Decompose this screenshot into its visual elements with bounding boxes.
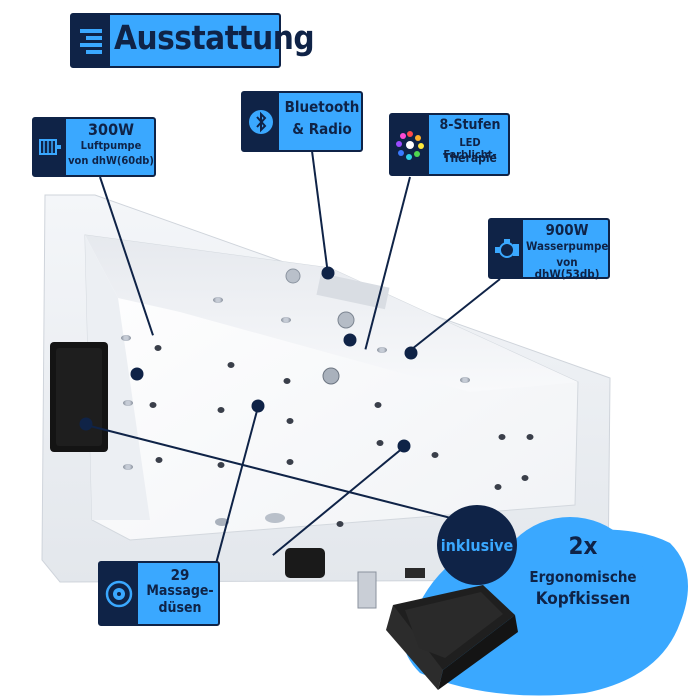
menu-lines-icon: [72, 15, 110, 66]
connector-dot: [130, 367, 144, 381]
water-pump-power: 900W: [545, 221, 589, 239]
air-pump-noise: von dhW(60db): [68, 154, 154, 167]
connector-dot: [404, 346, 418, 360]
water-pump-icon: [490, 220, 523, 277]
page-title: Ausstattung: [114, 18, 315, 57]
inklusive-text: inklusive: [440, 535, 514, 555]
jets-count: 29: [170, 566, 190, 584]
feature-air-pump: 300W Luftpumpe von dhW(60db): [32, 117, 156, 177]
feature-bluetooth: Bluetooth & Radio: [241, 91, 363, 152]
massage-jet-icon: [100, 563, 138, 624]
air-pump-power: 300W: [88, 120, 134, 139]
water-pump-name: Wasserpumpe: [526, 239, 609, 253]
jets-line2: Massage-: [146, 583, 214, 599]
feature-led: 8-Stufen LED Farblicht- Therapie: [389, 113, 510, 176]
bluetooth-subtitle: & Radio: [292, 120, 352, 138]
pillow-line2: Ergonomische: [529, 568, 637, 586]
connector-dot: [251, 399, 265, 413]
led-color-dots-icon: [391, 115, 429, 174]
connector-dot: [79, 417, 93, 431]
bluetooth-icon: [243, 93, 279, 150]
connector-dot: [343, 333, 357, 347]
led-steps: 8-Stufen: [439, 117, 501, 133]
connector-dot: [397, 439, 411, 453]
led-line2: LED Farblicht-: [443, 136, 497, 161]
water-pump-noise: von dhW(53db): [534, 255, 600, 282]
connector-dot: [321, 266, 335, 280]
feature-water-pump: 900W Wasserpumpe von dhW(53db): [488, 218, 610, 282]
inklusive-badge: inklusive: [437, 505, 517, 585]
led-line3: Therapie: [443, 151, 497, 165]
pillow-count: 2x: [568, 532, 598, 560]
motor-icon: [34, 119, 66, 175]
air-pump-name: Luftpumpe: [80, 139, 142, 152]
jets-line3: düsen: [158, 600, 202, 616]
pillow-line3: Kopfkissen: [535, 589, 631, 609]
pillow-image: [386, 585, 518, 690]
feature-massage-jets: 29 Massage- düsen: [98, 561, 220, 626]
bluetooth-title: Bluetooth: [284, 98, 360, 116]
title-banner: Ausstattung: [70, 13, 315, 68]
